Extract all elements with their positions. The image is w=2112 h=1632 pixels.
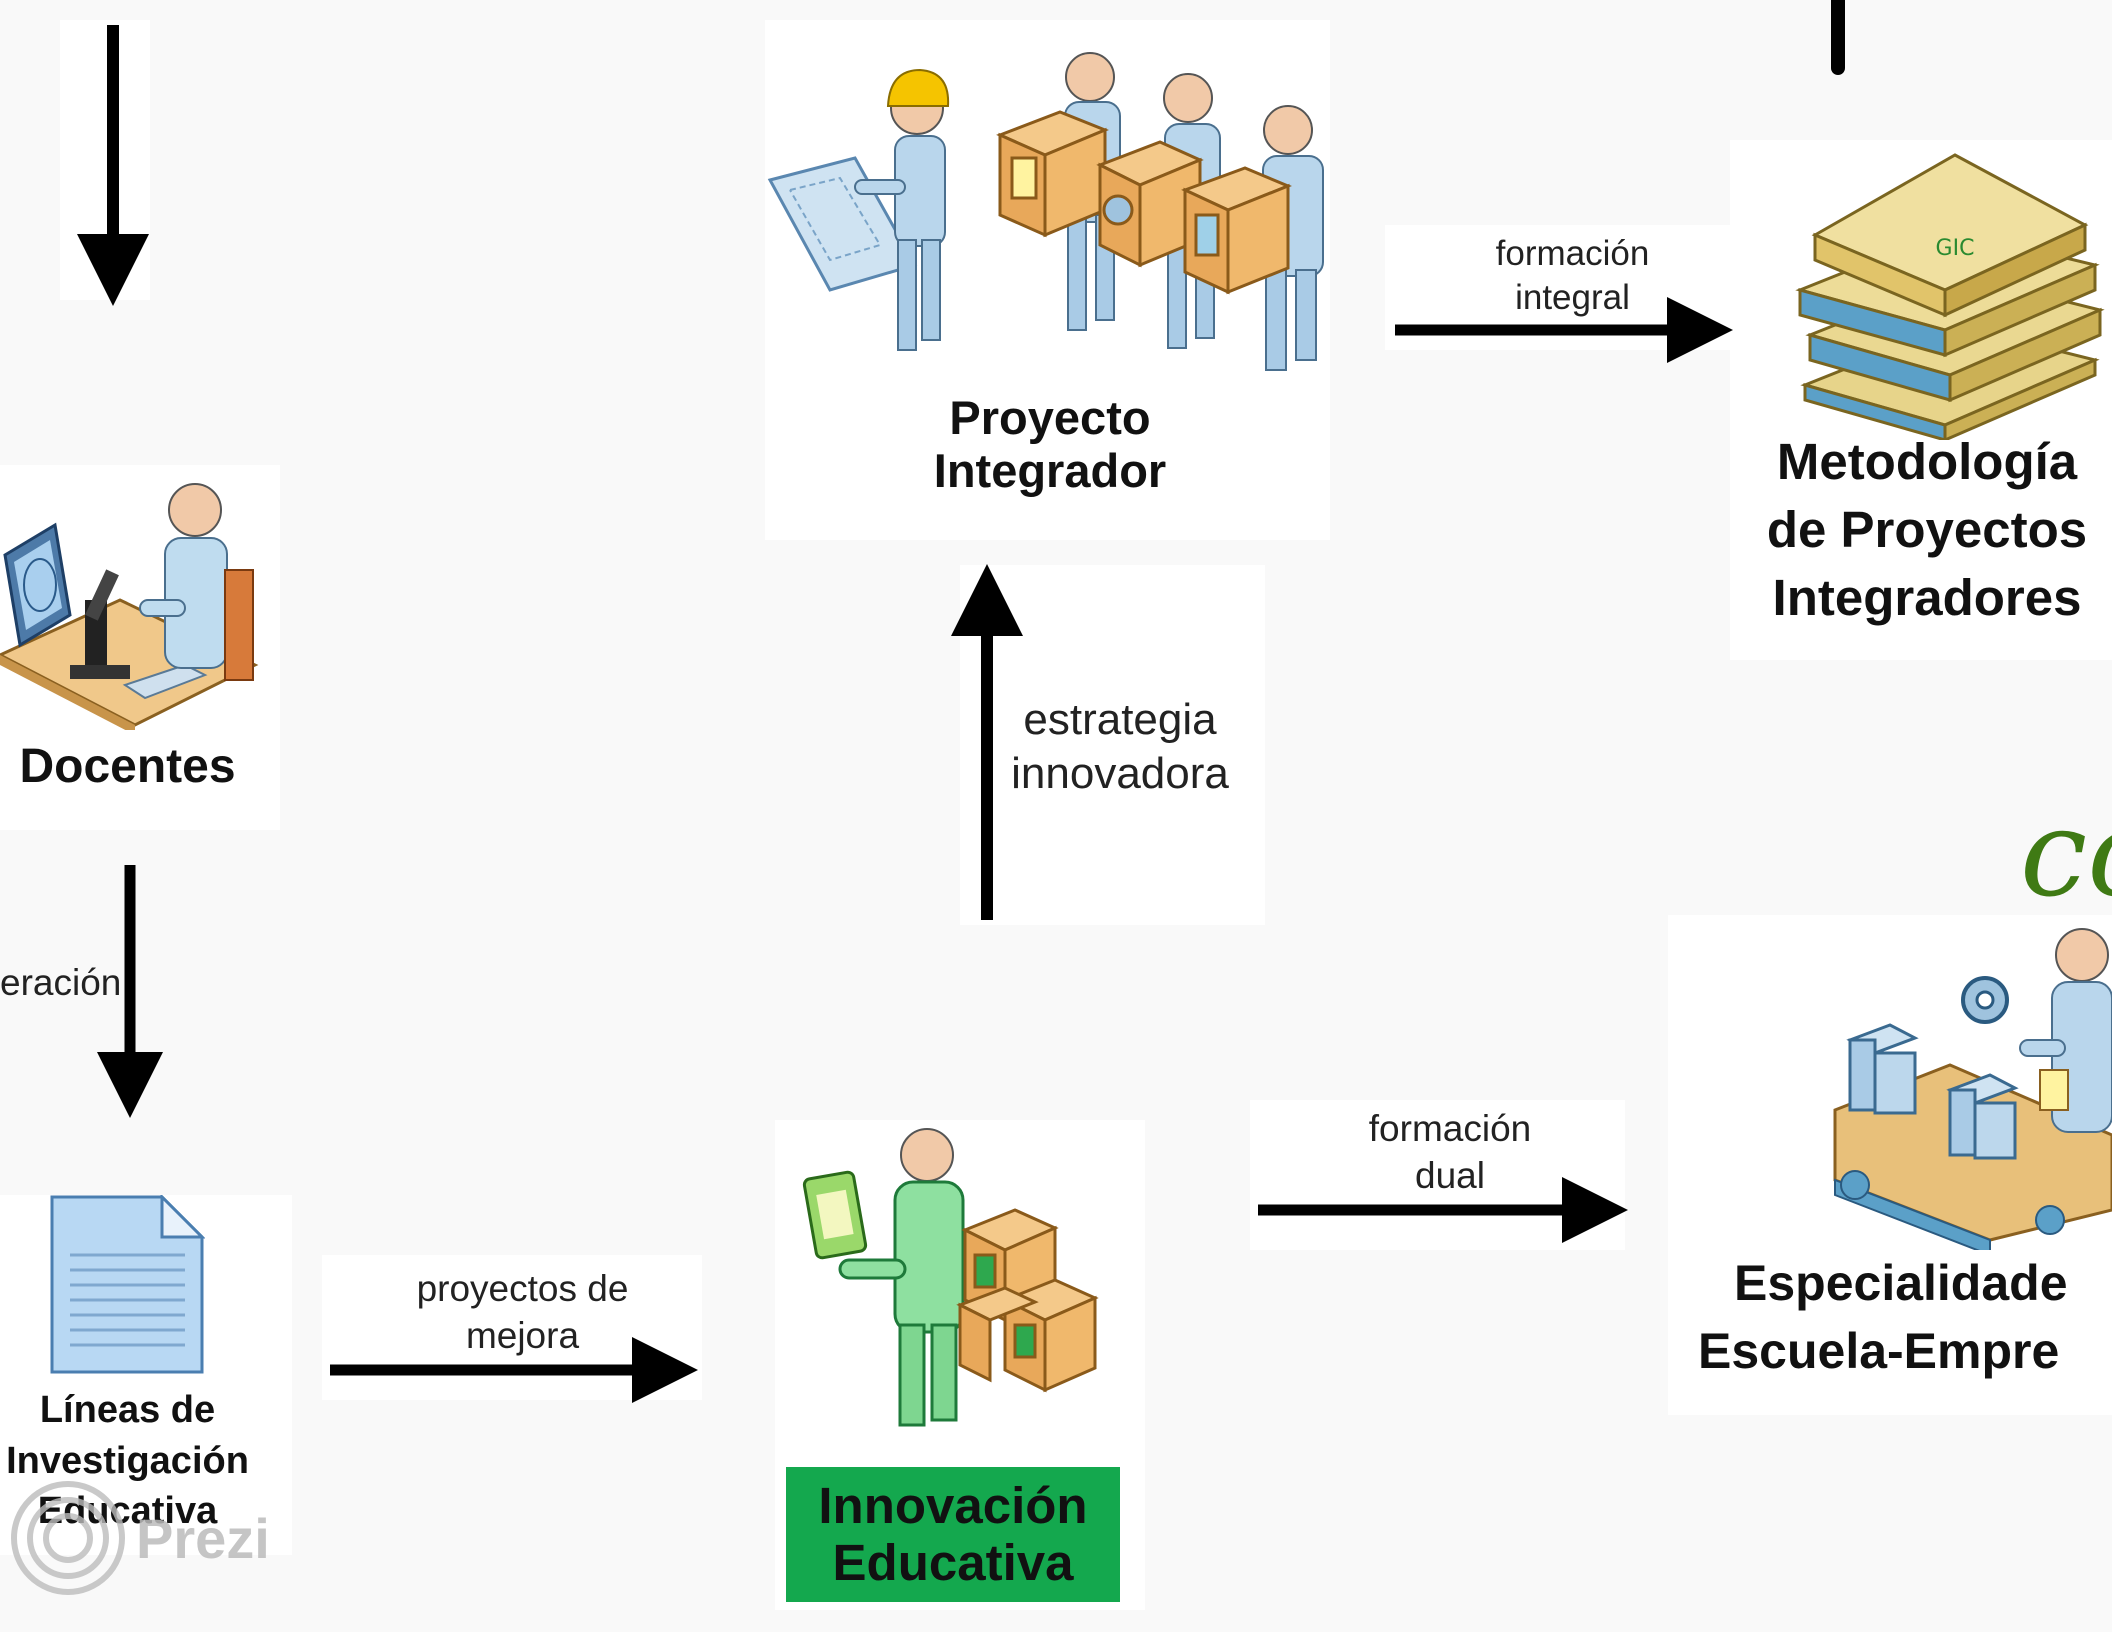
edge-label-estrategia-innovadora: estrategia innovadora [995, 693, 1245, 800]
workers-with-boxes-icon [767, 52, 1324, 371]
title-line: Especialidade [1734, 1255, 2068, 1311]
prezi-wordmark: Prezi [136, 1507, 270, 1570]
node-title-especialidades: Especialidade Escuela-Empre [1698, 1250, 2112, 1385]
edge-label-formacion-integral: formación integral [1440, 232, 1705, 320]
book-label: GIC [1936, 236, 1975, 261]
title-line: de Proyectos [1766, 500, 2088, 558]
edge-label-line: estrategia [1023, 695, 1217, 744]
node-title-metodologia: Metodología de Proyectos Integradores [1742, 428, 2112, 631]
edge-label-line: dual [1415, 1155, 1485, 1197]
edge-label-line: eración [0, 962, 122, 1003]
edge-label-line: mejora [465, 1315, 580, 1357]
edge-label-cooperacion: eración [0, 960, 125, 1006]
node-title-docentes: Docentes [0, 740, 255, 794]
edge-label-formacion-dual: formación dual [1320, 1105, 1580, 1200]
books-stack-icon: GIC [1795, 153, 2105, 440]
prezi-watermark: Prezi [8, 1478, 270, 1598]
node-title-lineas: Líneas de Investigación Educativa [0, 1385, 255, 1537]
title-line: Líneas de [39, 1389, 216, 1431]
prezi-logo-icon [11, 1481, 125, 1595]
edge-label-line: innovadora [1011, 748, 1229, 798]
edge-label-proyectos-mejora: proyectos de mejora [385, 1265, 660, 1360]
edge-label-line: integral [1515, 277, 1630, 317]
node-title-proyecto-integrador: Proyecto Integrador [890, 391, 1210, 497]
panel-top-left [60, 20, 150, 300]
scientist-at-desk-icon [0, 483, 259, 730]
title-line: Investigación [6, 1439, 249, 1482]
title-line: Proyecto [949, 391, 1151, 444]
title-line: Innovación [818, 1477, 1088, 1535]
title-line: Integradores [1772, 568, 2082, 626]
edge-label-line: proyectos de [416, 1268, 629, 1309]
title-line: Integrador [933, 443, 1167, 497]
node-title-innovacion-educativa: Innovación Educativa [786, 1467, 1120, 1602]
title-line: Escuela-Empre [1698, 1322, 2060, 1379]
document-icon [50, 1195, 205, 1374]
conveyor-worker-icon [1833, 928, 2112, 1250]
edge-label-line: formación [1495, 234, 1650, 273]
edge-label-line: formación [1368, 1108, 1532, 1149]
title-line: Educativa [832, 1533, 1074, 1591]
title-line: Metodología [1776, 433, 2078, 490]
title-line: Docentes [19, 740, 236, 793]
green-worker-with-boxes-icon [802, 1128, 1099, 1427]
script-letters-decoration: co [2020, 785, 2112, 924]
